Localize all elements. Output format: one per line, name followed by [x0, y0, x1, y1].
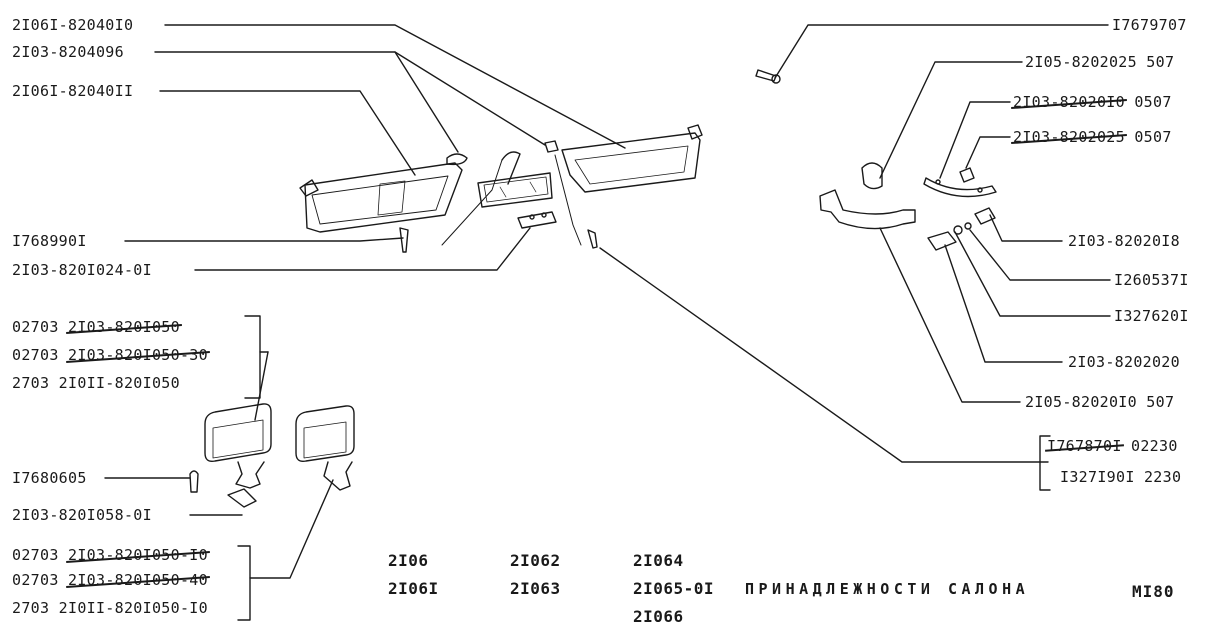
- label-2103-8202025: 2I03-8202025 0507: [1013, 128, 1172, 146]
- label-mirror-b2-prefix: 02703: [12, 571, 59, 589]
- label-mirror-a1-prefix: 02703: [12, 318, 59, 336]
- grab-handle-assembly: [819, 162, 997, 251]
- label-2103-8202025-suffix: 0507: [1134, 128, 1172, 146]
- label-2103-8204096: 2I03-8204096: [12, 43, 124, 61]
- label-2106-8204010: 2I06I-82040I0: [12, 16, 134, 34]
- sun-visor-left: [299, 162, 463, 233]
- screws: [399, 69, 781, 253]
- label-2103-8202010-suffix: 0507: [1134, 93, 1172, 111]
- label-2105-8202025: 2I05-8202025 507: [1025, 53, 1175, 71]
- label-2105-8202010: 2I05-82020I0 507: [1025, 393, 1175, 411]
- mirror-bolt: [189, 470, 199, 493]
- label-mirror-a2-prefix: 02703: [12, 346, 59, 364]
- model-21064: 2I064: [633, 551, 684, 570]
- label-13276201: I327620I: [1114, 307, 1189, 325]
- label-12605371: I260537I: [1114, 271, 1189, 289]
- label-mirror-b2-code: 2I03-820I050-40: [68, 571, 208, 589]
- label-mirror-b1-code: 2I03-820I050-I0: [68, 546, 208, 564]
- model-21065-01: 2I065-0I: [633, 579, 715, 598]
- label-2103-8202025-code: 2I03-8202025: [1013, 128, 1125, 146]
- model-21061: 2I06I: [388, 579, 439, 598]
- label-2103-8202020: 2I03-8202020: [1068, 353, 1180, 371]
- label-17679707: I7679707: [1112, 16, 1187, 34]
- rear-view-mirror: [441, 151, 553, 246]
- label-mirror-b2: 02703 2I03-820I050-40: [12, 571, 208, 589]
- model-21063: 2I063: [510, 579, 561, 598]
- label-2103-8202018: 2I03-82020I8: [1068, 232, 1180, 250]
- label-17680605: I7680605: [12, 469, 87, 487]
- model-21062: 2I062: [510, 551, 561, 570]
- label-2103-8201058: 2I03-820I058-0I: [12, 506, 152, 524]
- label-17678701: I767870I 02230: [1047, 437, 1178, 455]
- leader-lines-right: [599, 24, 1111, 463]
- label-17689901: I768990I: [12, 232, 87, 250]
- visor-clip: [446, 140, 559, 166]
- label-2106-8204011: 2I06I-82040II: [12, 82, 134, 100]
- label-mirror-a1-code: 2I03-820I050: [68, 318, 180, 336]
- label-mirror-b1-prefix: 02703: [12, 546, 59, 564]
- label-mirror-a2-code: 2I03-820I050-30: [68, 346, 208, 364]
- label-17678701-suffix: 02230: [1131, 437, 1178, 455]
- label-2103-8201024: 2I03-820I024-0I: [12, 261, 152, 279]
- label-2103-8202010-code: 2I03-82020I0: [1013, 93, 1125, 111]
- label-mirror-a3: 2703 2I0II-820I050: [12, 374, 180, 392]
- label-mirror-a1: 02703 2I03-820I050: [12, 318, 180, 336]
- side-mirror-left: [204, 403, 272, 508]
- label-13271901: I327I90I 2230: [1060, 468, 1182, 486]
- sun-visor-right: [554, 124, 703, 246]
- model-21066: 2I066: [633, 607, 684, 626]
- label-mirror-b3: 2703 2I0II-820I050-I0: [12, 599, 208, 617]
- label-mirror-b1: 02703 2I03-820I050-I0: [12, 546, 208, 564]
- label-2103-8202010: 2I03-82020I0 0507: [1013, 93, 1172, 111]
- leader-lines-left: [124, 24, 626, 271]
- page-title: ПРИНАДЛЕЖНОСТИ САЛОНА: [745, 580, 1030, 598]
- side-mirror-right: [295, 405, 355, 491]
- label-mirror-a2: 02703 2I03-820I050-30: [12, 346, 208, 364]
- model-2106: 2I06: [388, 551, 429, 570]
- mirror-mount-plate: [517, 211, 557, 229]
- label-17678701-code: I767870I: [1047, 437, 1122, 455]
- mirror-brackets: [104, 315, 1051, 621]
- sheet-number: MI80: [1132, 582, 1175, 601]
